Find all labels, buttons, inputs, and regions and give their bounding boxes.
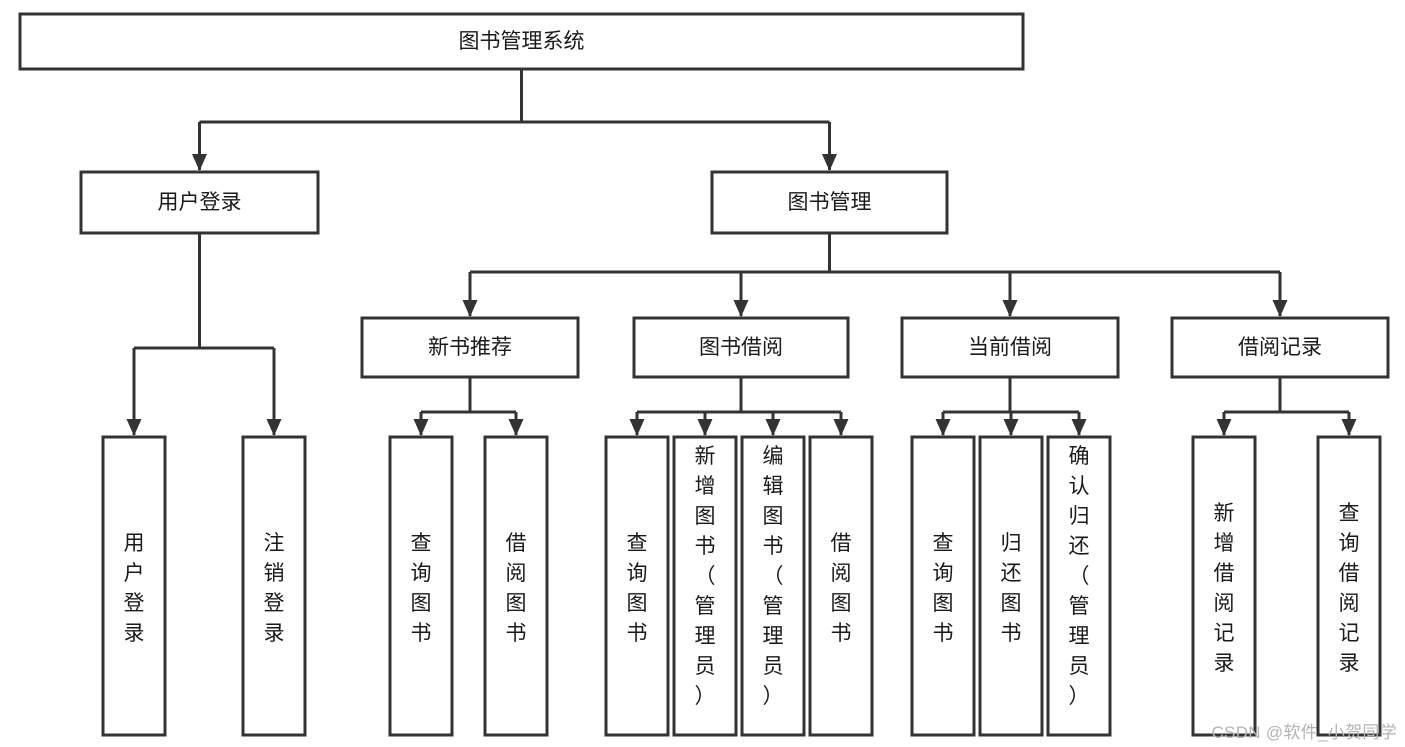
node-leaf-查询图书[interactable]: 查询图书 bbox=[388, 435, 454, 737]
arrow-head-icon bbox=[629, 419, 645, 436]
node-box bbox=[360, 316, 580, 379]
node-leaf-用户登录[interactable]: 用户登录 bbox=[101, 435, 167, 737]
arrow-head-icon bbox=[1216, 419, 1232, 436]
node-box bbox=[604, 435, 670, 737]
node-box bbox=[483, 435, 549, 737]
node-box bbox=[18, 12, 1025, 71]
node-label: 新增图书（管理员） bbox=[695, 445, 716, 708]
node-leaf-查询图书[interactable]: 查询图书 bbox=[910, 435, 976, 737]
node-l3-新书推荐[interactable]: 新书推荐 bbox=[360, 316, 580, 379]
arrow-head-icon bbox=[1071, 419, 1087, 436]
node-label: 确认归还（管理员） bbox=[1069, 445, 1090, 708]
node-leaf-查询借阅记录[interactable]: 查询借阅记录 bbox=[1316, 435, 1382, 737]
node-l2-用户登录[interactable]: 用户登录 bbox=[79, 170, 320, 235]
node-label: 图书管理 bbox=[788, 191, 872, 214]
node-label: 用户登录 bbox=[124, 532, 145, 645]
node-label: 查询图书 bbox=[411, 532, 432, 645]
arrow-head-icon bbox=[1003, 419, 1019, 436]
arrow-head-icon bbox=[833, 419, 849, 436]
node-box bbox=[808, 435, 874, 737]
arrow-head-icon bbox=[1002, 300, 1018, 317]
node-box bbox=[740, 435, 806, 737]
csdn-watermark: CSDN @软件_小贺同学 bbox=[1211, 723, 1397, 742]
arrow-head-icon bbox=[266, 419, 282, 436]
node-box bbox=[1046, 435, 1112, 737]
arrow-head-icon bbox=[192, 154, 207, 171]
node-label: 借阅图书 bbox=[506, 532, 527, 645]
node-label: 借阅记录 bbox=[1238, 336, 1322, 359]
arrow-head-icon bbox=[697, 419, 713, 436]
node-box bbox=[632, 316, 850, 379]
arrow-head-icon bbox=[462, 300, 478, 317]
node-label: 新增借阅记录 bbox=[1214, 502, 1235, 675]
arrow-head-icon bbox=[1341, 419, 1357, 436]
node-leaf-新增借阅记录[interactable]: 新增借阅记录 bbox=[1191, 435, 1257, 737]
node-leaf-编辑图书管理员[interactable]: 编辑图书（管理员） bbox=[740, 435, 806, 737]
node-box bbox=[1316, 435, 1382, 737]
node-leaf-归还图书[interactable]: 归还图书 bbox=[978, 435, 1044, 737]
arrow-head-icon bbox=[822, 154, 837, 171]
node-label: 查询图书 bbox=[627, 532, 648, 645]
node-l3-借阅记录[interactable]: 借阅记录 bbox=[1170, 316, 1390, 379]
node-leaf-新增图书管理员[interactable]: 新增图书（管理员） bbox=[672, 435, 738, 737]
node-boxes-group: 图书管理系统用户登录图书管理新书推荐图书借阅当前借阅借阅记录用户登录注销登录查询… bbox=[18, 12, 1390, 737]
node-label: 借阅图书 bbox=[831, 532, 852, 645]
node-label: 当前借阅 bbox=[968, 336, 1052, 359]
node-label: 查询借阅记录 bbox=[1339, 502, 1360, 675]
node-box bbox=[900, 316, 1120, 379]
node-root-图书管理系统[interactable]: 图书管理系统 bbox=[18, 12, 1025, 71]
node-box bbox=[241, 435, 307, 737]
node-label: 归还图书 bbox=[1001, 532, 1022, 645]
node-l2-图书管理[interactable]: 图书管理 bbox=[710, 170, 949, 235]
node-leaf-借阅图书[interactable]: 借阅图书 bbox=[483, 435, 549, 737]
arrow-head-icon bbox=[1272, 300, 1288, 317]
node-box bbox=[672, 435, 738, 737]
node-leaf-借阅图书[interactable]: 借阅图书 bbox=[808, 435, 874, 737]
node-box bbox=[101, 435, 167, 737]
node-box bbox=[1191, 435, 1257, 737]
node-box bbox=[710, 170, 949, 235]
arrow-head-icon bbox=[765, 419, 781, 436]
node-label: 查询图书 bbox=[933, 532, 954, 645]
arrow-head-icon bbox=[508, 419, 524, 436]
arrow-head-icon bbox=[935, 419, 951, 436]
node-box bbox=[388, 435, 454, 737]
node-label: 图书借阅 bbox=[699, 336, 783, 359]
node-label: 新书推荐 bbox=[428, 336, 512, 359]
node-label: 图书管理系统 bbox=[459, 30, 585, 53]
node-box bbox=[910, 435, 976, 737]
node-label: 编辑图书（管理员） bbox=[763, 445, 784, 708]
node-l3-当前借阅[interactable]: 当前借阅 bbox=[900, 316, 1120, 379]
arrow-head-icon bbox=[413, 419, 429, 436]
node-label: 用户登录 bbox=[158, 191, 242, 214]
node-label: 注销登录 bbox=[264, 532, 285, 645]
connector-lines-group bbox=[126, 69, 1357, 436]
node-leaf-注销登录[interactable]: 注销登录 bbox=[241, 435, 307, 737]
node-box bbox=[1170, 316, 1390, 379]
arrow-head-icon bbox=[126, 419, 142, 436]
arrow-head-icon bbox=[733, 300, 749, 317]
node-box bbox=[978, 435, 1044, 737]
node-leaf-确认归还管理员[interactable]: 确认归还（管理员） bbox=[1046, 435, 1112, 737]
node-leaf-查询图书[interactable]: 查询图书 bbox=[604, 435, 670, 737]
node-box bbox=[79, 170, 320, 235]
node-l3-图书借阅[interactable]: 图书借阅 bbox=[632, 316, 850, 379]
